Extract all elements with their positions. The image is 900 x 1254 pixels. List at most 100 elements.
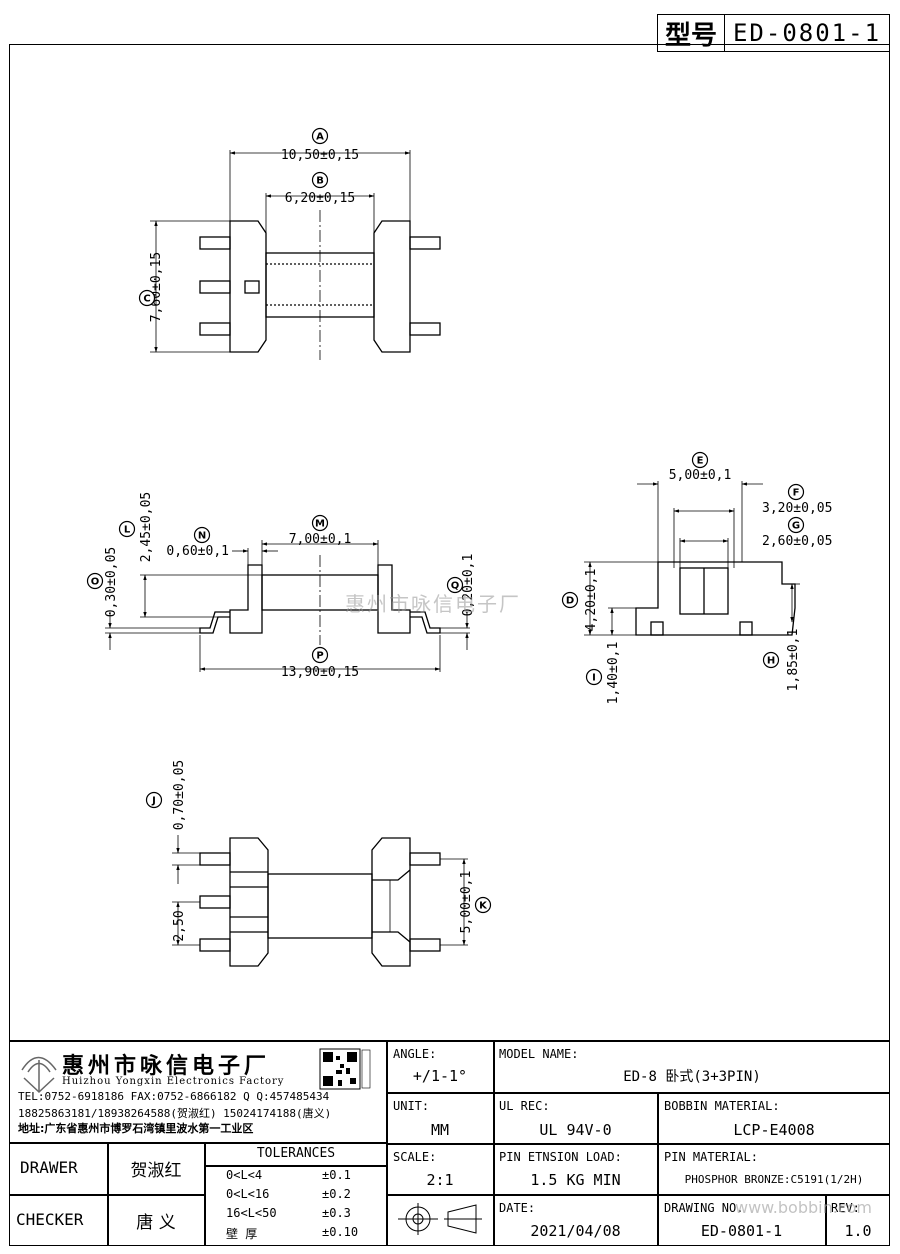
scale-value: 2:1 — [426, 1171, 454, 1189]
pin-material-label: PIN MATERIAL: — [664, 1150, 758, 1164]
callout-p-letter: P — [316, 651, 323, 662]
ul-value: UL 94V-0 — [539, 1121, 612, 1139]
dim-E-text: 5,00±0,1 — [669, 468, 732, 483]
callout-g-circle — [787, 516, 805, 534]
tolerance-value: ±0.10 — [322, 1225, 359, 1239]
callout-n-letter: N — [198, 531, 206, 542]
drawer-value: 贺淑红 — [130, 1161, 182, 1181]
tolerance-value: ±0.1 — [322, 1168, 351, 1182]
dim-C-text: 7,60±0,15 — [149, 252, 164, 322]
dim-A-text: 10,50±0,15 — [281, 148, 359, 163]
callout-m-circle — [311, 514, 329, 532]
angle-value: +/1-1° — [412, 1067, 468, 1085]
callout-l-circle — [118, 520, 136, 538]
watermark-center: 惠州市咏信电子厂 — [345, 592, 521, 616]
company-logo — [21, 1056, 57, 1094]
dim-Q-text: 0,20±0,1 — [461, 554, 476, 617]
pin-load-label: PIN ETNSION LOAD: — [499, 1150, 622, 1164]
dim-N-text: 0,60±0,1 — [166, 544, 229, 559]
dim-pitch-text: 2,50 — [172, 910, 187, 941]
dim-G-text: 2,60±0,05 — [762, 534, 832, 549]
callout-b-letter: B — [316, 176, 324, 187]
date-label: DATE: — [499, 1201, 536, 1215]
pin-material-value: PHOSPHOR BRONZE:C5191(1/2H) — [684, 1173, 864, 1186]
date-value: 2021/04/08 — [530, 1222, 621, 1240]
callout-e-letter: E — [697, 456, 704, 467]
dim-I-text: 1,40±0,1 — [606, 642, 621, 705]
tolerance-range: 16<L<50 — [226, 1206, 277, 1220]
model-name-value: ED-8 卧式(3+3PIN) — [623, 1069, 761, 1085]
callout-i-letter: I — [592, 673, 596, 684]
callout-o-circle — [86, 572, 104, 590]
tolerance-range: 0<L<16 — [226, 1187, 270, 1201]
rev-value: 1.0 — [844, 1222, 872, 1240]
projection-symbol-icon — [398, 1203, 482, 1235]
tolerance-range: 0<L<4 — [226, 1168, 263, 1182]
callout-c-circle — [138, 289, 156, 307]
tolerance-range: 壁 厚 — [226, 1227, 258, 1241]
company-contact-1: TEL:0752-6918186 FAX:0752-6866182 Q Q:45… — [18, 1090, 330, 1103]
dim-P-text: 13,90±0,15 — [281, 665, 359, 680]
qr-code — [319, 1048, 371, 1090]
drawing-no-label: DRAWING NO. — [664, 1201, 744, 1215]
dim-J-text: 0,70±0,05 — [172, 760, 187, 830]
pin-load-value: 1.5 KG MIN — [530, 1171, 621, 1189]
callout-k-letter: K — [479, 901, 488, 912]
company-name-en: Huizhou Yongxin Electronics Factory — [62, 1076, 285, 1087]
callout-h-circle — [762, 651, 780, 669]
callout-f-circle — [787, 483, 805, 501]
callout-k-circle — [474, 896, 492, 914]
rev-label: REV: — [831, 1201, 860, 1215]
callout-i-circle — [585, 668, 603, 686]
angle-label: ANGLE: — [393, 1047, 437, 1061]
callout-e-circle — [691, 451, 709, 469]
company-contact-2: 18825863181/18938264588(贺淑红) 15024174188… — [18, 1107, 332, 1120]
callout-h-letter: H — [767, 656, 775, 667]
drawing-no-value: ED-0801-1 — [700, 1222, 783, 1240]
callout-l-letter: L — [124, 525, 131, 536]
drawer-label: DRAWER — [20, 1158, 78, 1177]
callout-c-letter: C — [143, 294, 150, 305]
callout-d-circle — [561, 591, 579, 609]
bottom-view — [172, 835, 468, 967]
dim-D-text: 4,20±0,1 — [584, 569, 599, 632]
dim-F-text: 3,20±0,05 — [762, 501, 832, 516]
top-view — [150, 150, 441, 360]
dim-M-text: 7,00±0,1 — [289, 532, 352, 547]
ul-label: UL REC: — [499, 1099, 550, 1113]
callout-n-circle — [193, 526, 211, 544]
unit-value: MM — [430, 1121, 450, 1139]
tolerance-value: ±0.2 — [322, 1187, 351, 1201]
dim-L-text: 2,45±0,05 — [139, 492, 154, 562]
watermark-url: www.bobbin.com — [735, 1198, 872, 1217]
tolerances-title: TOLERANCES — [256, 1146, 336, 1161]
tolerance-value: ±0.3 — [322, 1206, 351, 1220]
dim-O-text: 0,30±0,05 — [104, 547, 119, 617]
callout-p-circle — [311, 646, 329, 664]
callout-b-circle — [311, 171, 329, 189]
end-view — [584, 481, 800, 636]
bobbin-material-value: LCP-E4008 — [733, 1121, 815, 1139]
checker-label: CHECKER — [16, 1210, 84, 1229]
checker-value: 唐 义 — [136, 1213, 176, 1233]
bobbin-material-label: BOBBIN MATERIAL: — [664, 1099, 780, 1113]
callout-q-letter: Q — [451, 581, 460, 592]
callout-g-letter: G — [792, 521, 800, 532]
unit-label: UNIT: — [393, 1099, 430, 1113]
callout-a-circle — [311, 127, 329, 145]
callout-j-letter: J — [151, 796, 156, 807]
callout-a-letter: A — [316, 132, 324, 143]
company-name-cn: 惠州市咏信电子厂 — [62, 1054, 271, 1079]
dim-K-text: 5,00±0,1 — [459, 871, 474, 934]
scale-label: SCALE: — [393, 1150, 437, 1164]
model-number-box: 型号 ED-0801-1 — [657, 14, 890, 52]
callout-q-circle — [446, 576, 464, 594]
drawing-frame — [9, 44, 890, 1246]
model-name-label: MODEL NAME: — [499, 1047, 579, 1061]
callout-d-letter: D — [566, 596, 574, 607]
company-address: 地址:广东省惠州市博罗石湾镇里波水第一工业区 — [18, 1122, 254, 1135]
side-view — [105, 540, 470, 672]
callout-o-letter: O — [91, 577, 100, 588]
dim-H-text: 1,85±0,1 — [786, 629, 801, 692]
